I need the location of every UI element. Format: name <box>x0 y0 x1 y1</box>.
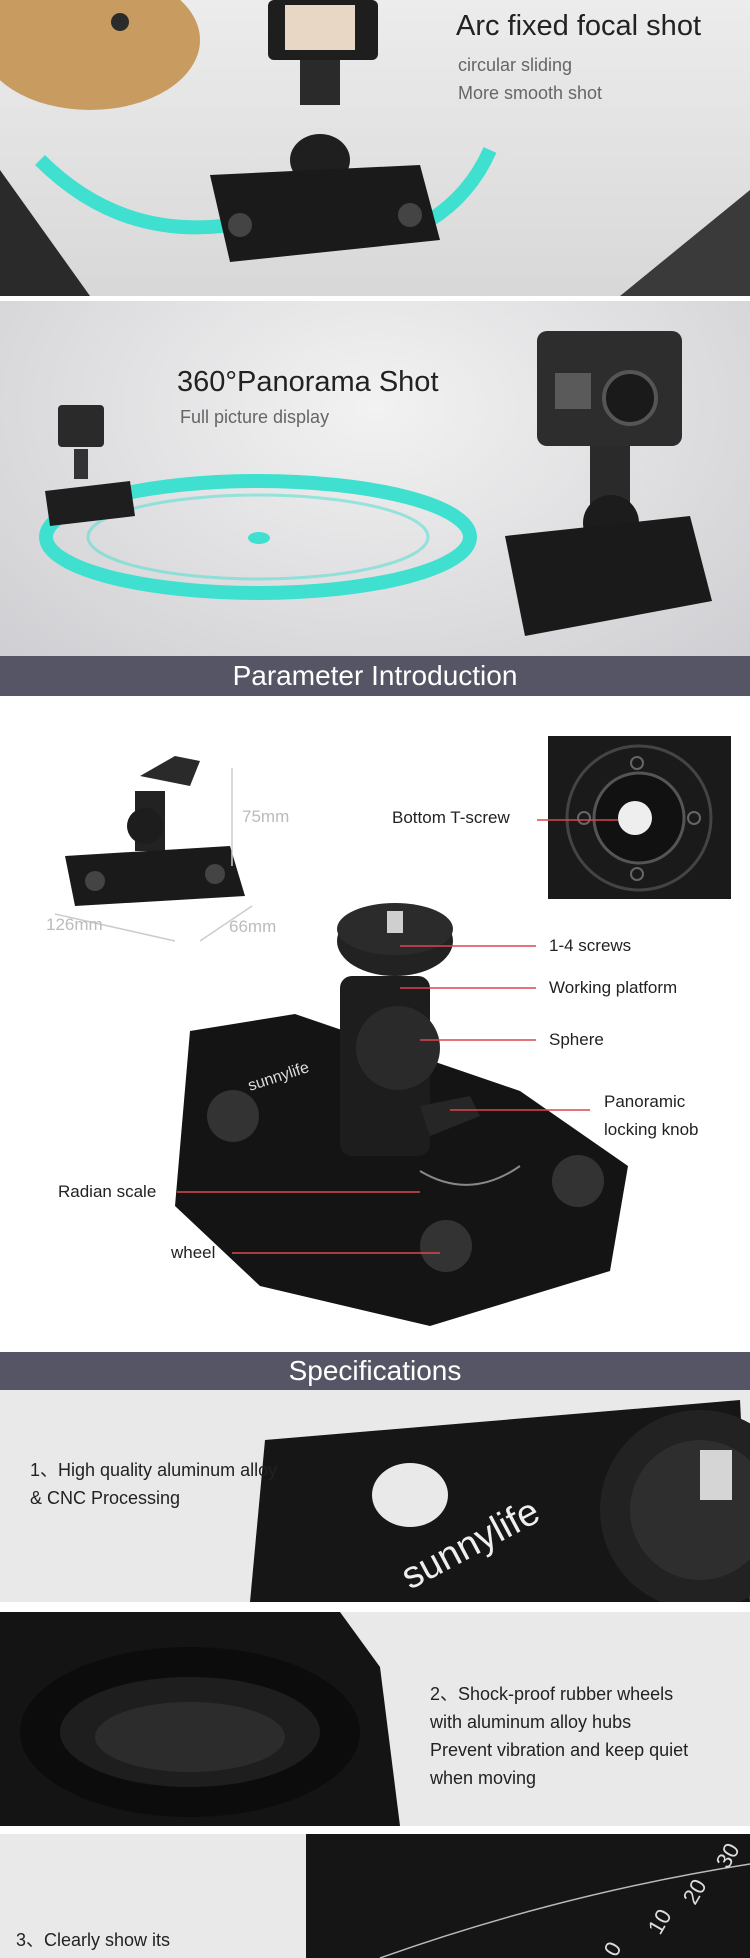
t-screw-icon <box>618 801 652 835</box>
panorama-subtitle: Full picture display <box>180 407 330 427</box>
panorama-illustration <box>39 331 712 636</box>
length-dim-line <box>54 913 176 942</box>
specifications-heading: Specifications <box>288 1355 462 1386</box>
divider <box>0 1826 750 1834</box>
arc-path-left <box>35 155 231 235</box>
small-camera <box>58 405 104 447</box>
cat-image <box>0 0 200 110</box>
spec-text-2: 2、Shock-proof rubber wheels with aluminu… <box>430 1684 689 1788</box>
bolt-icon <box>630 756 644 770</box>
panorama-ring-outer <box>39 474 477 600</box>
width-dim-line <box>199 905 253 942</box>
panorama-ring-inner <box>86 493 430 581</box>
screw-icon <box>700 1450 732 1500</box>
panorama-section: 360°Panorama Shot Full picture display <box>0 301 750 656</box>
spec-item-2: 2、Shock-proof rubber wheels with aluminu… <box>0 1612 750 1826</box>
arc-shot-section: Arc fixed focal shot circular sliding Mo… <box>0 0 750 296</box>
bottom-ring-outer <box>565 744 713 892</box>
spec-1-image: sunnylife <box>250 1400 750 1602</box>
length-dimension: 126mm <box>46 915 103 934</box>
parameter-section: sunnylife 75mm 126mm 66mm Bottom T-screw… <box>0 696 750 1352</box>
bolt-icon <box>687 811 701 825</box>
small-base <box>45 481 135 526</box>
arc-title: Arc fixed focal shot <box>456 10 701 42</box>
label-sphere: Sphere <box>549 1030 604 1049</box>
arc-path-right <box>426 147 497 226</box>
specifications-banner: Specifications <box>0 1352 750 1405</box>
label-radian-scale: Radian scale <box>58 1182 157 1201</box>
panorama-title: 360°Panorama Shot <box>177 366 439 398</box>
bolt-icon <box>577 811 591 825</box>
large-base <box>505 516 712 636</box>
radian-scale-arc <box>379 1863 750 1958</box>
spec-text-3: 3、Clearly show its <box>16 1930 171 1950</box>
bolt-icon <box>630 867 644 881</box>
spec-text-1: 1、High quality aluminum alloy & CNC Proc… <box>30 1460 278 1508</box>
label-screws: 1-4 screws <box>549 936 632 955</box>
spec-item-3: 0 10 20 30 3、Clearly show its <box>0 1834 750 1958</box>
spec-item-1: sunnylife 1、High quality aluminum alloy … <box>0 1390 750 1602</box>
slider-base <box>210 165 440 262</box>
height-dimension: 75mm <box>242 807 290 826</box>
arc-shot-illustration <box>0 0 750 296</box>
divider <box>0 296 750 301</box>
camera-front-screen <box>555 373 591 409</box>
divider <box>0 1602 750 1612</box>
mount-arm <box>300 60 340 105</box>
parameter-illustration: sunnylife <box>54 736 731 1326</box>
small-arm <box>74 449 88 479</box>
mount-hole <box>372 1463 448 1527</box>
panorama-center-dot <box>248 532 270 544</box>
table-edge <box>0 170 90 296</box>
parameter-banner: Parameter Introduction <box>0 656 750 711</box>
label-panoramic-knob: Panoramic locking knob <box>604 1092 699 1139</box>
label-bottom-t-screw: Bottom T-screw <box>392 808 510 827</box>
camera-screen <box>285 5 355 50</box>
wheel-icon <box>398 203 422 227</box>
width-dimension: 66mm <box>229 917 277 936</box>
arc-subtitle: circular sliding More smooth shot <box>458 55 603 103</box>
camera-lens-icon <box>602 370 658 426</box>
main-product <box>175 903 628 1326</box>
label-wheel: wheel <box>171 1243 216 1262</box>
spec-2-image <box>0 1612 400 1826</box>
spec-3-image: 0 10 20 30 <box>306 1834 750 1958</box>
wheel-icon <box>228 213 252 237</box>
label-working-platform: Working platform <box>549 978 678 997</box>
dimension-product <box>65 756 245 906</box>
parameter-heading: Parameter Introduction <box>232 660 518 691</box>
cat-eye <box>111 13 129 31</box>
table-leg <box>620 190 750 296</box>
